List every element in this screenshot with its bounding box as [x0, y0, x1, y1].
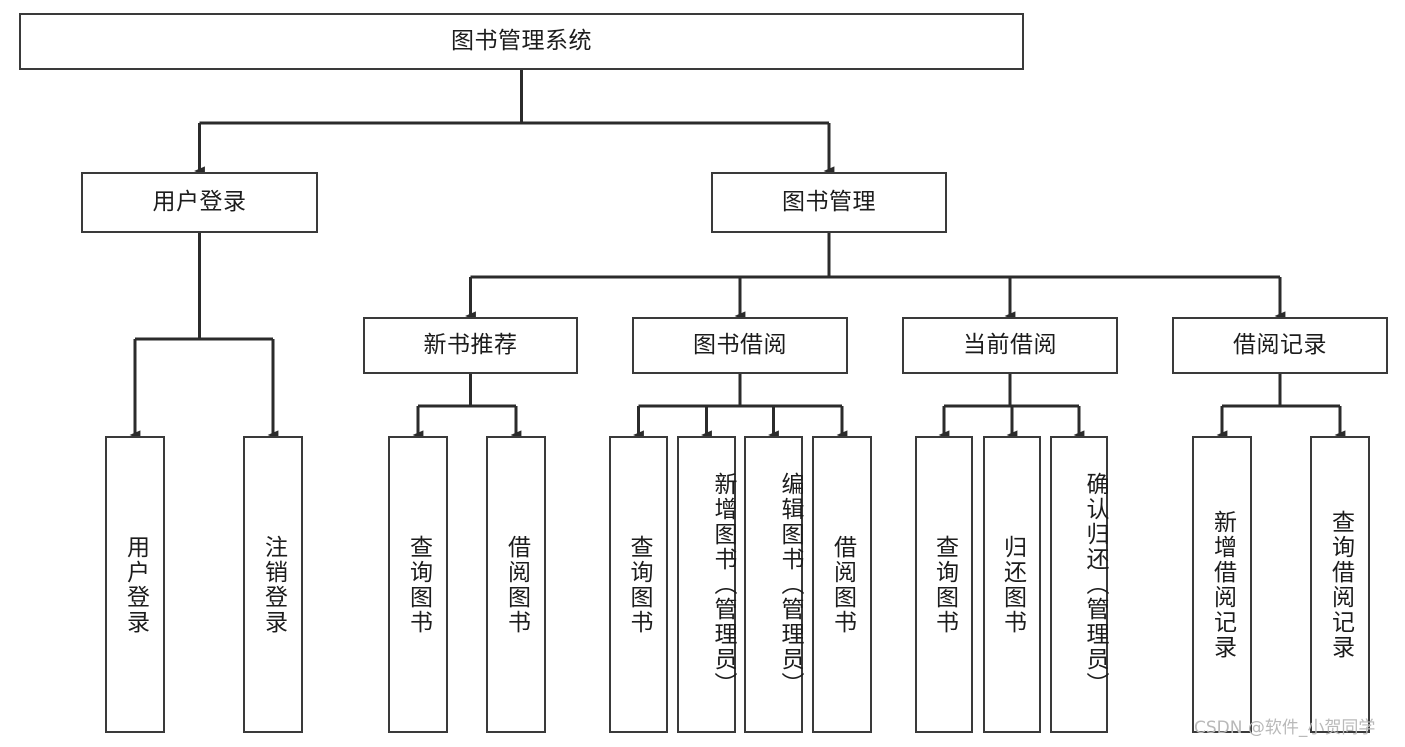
node-leaf-borrow-book-rec[interactable]: 借阅图书	[486, 436, 546, 733]
node-leaf-add-record[interactable]: 新增借阅记录	[1192, 436, 1252, 733]
node-leaf-add-book[interactable]: 新增图书（管理员）	[677, 436, 736, 733]
node-leaf-query-book-rec[interactable]: 查询图书	[388, 436, 448, 733]
node-leaf-query-record[interactable]: 查询借阅记录	[1310, 436, 1370, 733]
node-label: 查询借阅记录	[1327, 509, 1354, 660]
node-label: 借阅图书	[503, 534, 530, 635]
node-current-borrow[interactable]: 当前借阅	[902, 317, 1118, 374]
node-label: 图书管理系统	[451, 27, 592, 54]
node-label: 用户登录	[122, 534, 149, 635]
node-label: 用户登录	[152, 188, 247, 215]
node-label: 借阅记录	[1233, 331, 1327, 358]
node-borrow-record[interactable]: 借阅记录	[1172, 317, 1388, 374]
node-label: 查询图书	[626, 534, 652, 635]
node-leaf-confirm-return[interactable]: 确认归还（管理员）	[1050, 436, 1108, 733]
node-user-login[interactable]: 用户登录	[81, 172, 318, 233]
node-leaf-user-logout[interactable]: 注销登录	[243, 436, 303, 733]
node-label: 确认归还（管理员）	[1082, 472, 1108, 697]
node-label: 查询图书	[405, 534, 432, 635]
node-label: 当前借阅	[963, 331, 1057, 358]
node-label: 编辑图书（管理员）	[777, 472, 803, 697]
edge-group	[129, 70, 1346, 440]
watermark: CSDN @软件_小贺同学	[1194, 718, 1376, 738]
node-book-manage[interactable]: 图书管理	[711, 172, 947, 233]
node-leaf-borrow-book-bo[interactable]: 借阅图书	[812, 436, 872, 733]
node-label: 借阅图书	[829, 534, 856, 635]
node-leaf-query-book-bo[interactable]: 查询图书	[609, 436, 668, 733]
node-leaf-edit-book[interactable]: 编辑图书（管理员）	[744, 436, 803, 733]
node-label: 归还图书	[999, 534, 1026, 635]
node-label: 新书推荐	[423, 331, 518, 358]
node-label: 图书借阅	[693, 331, 787, 358]
node-label: 新增借阅记录	[1209, 509, 1236, 660]
node-label: 注销登录	[260, 534, 287, 635]
node-label: 查询图书	[931, 534, 958, 635]
node-label: 图书管理	[782, 188, 876, 215]
node-book-borrow[interactable]: 图书借阅	[632, 317, 848, 374]
node-new-book-rec[interactable]: 新书推荐	[363, 317, 578, 374]
node-leaf-user-login[interactable]: 用户登录	[105, 436, 165, 733]
node-root[interactable]: 图书管理系统	[19, 13, 1024, 70]
node-leaf-return-book[interactable]: 归还图书	[983, 436, 1041, 733]
node-leaf-query-book-cur[interactable]: 查询图书	[915, 436, 973, 733]
node-label: 新增图书（管理员）	[710, 472, 736, 697]
